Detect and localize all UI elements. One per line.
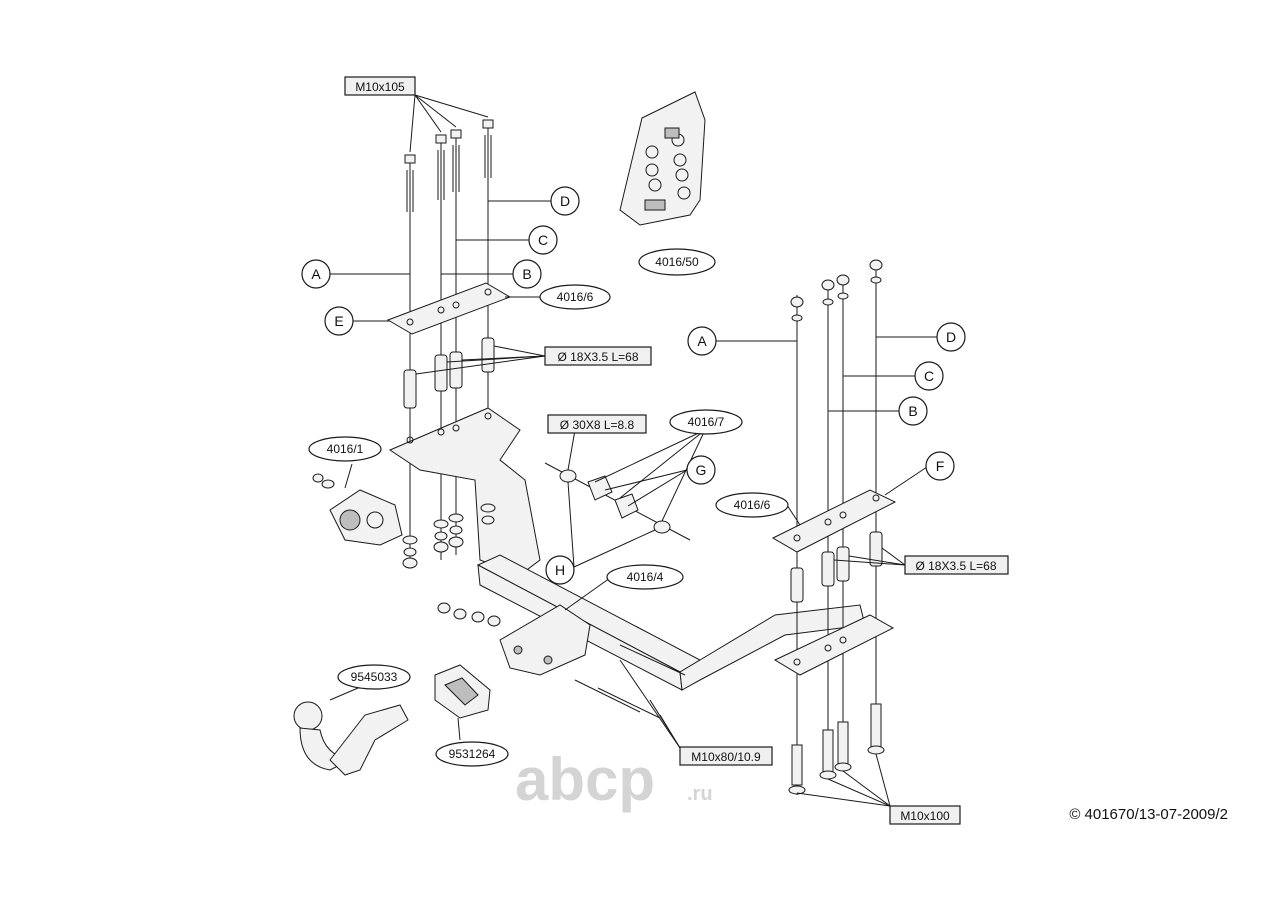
callout-right-c [914,361,944,391]
nuts-washers-left [402,503,496,569]
oval-plate-right [715,492,789,518]
callout-right-b-label: B [908,403,917,419]
callout-left-c [528,225,558,255]
callout-left-c-label: C [538,232,548,248]
callout-h-label: H [555,562,565,578]
callout-right-b [898,396,928,426]
watermark: abcp [515,746,655,813]
bolt-spec-center: M10x80/10.9 [691,750,761,764]
callout-left-b-label: B [522,266,531,282]
bracket-right [773,614,895,676]
spacer-spec-box-left [544,346,652,366]
copyright-text: © 401670/13-07-2009/2 [1069,806,1228,823]
bolts-bottom-right [788,703,891,807]
callout-left-e [324,306,354,336]
cross-bar [437,554,866,719]
bracket-left [388,407,541,576]
label-kit-inset: 4016/50 [655,255,699,269]
label-ball: 9545033 [351,670,398,684]
callout-h [545,555,575,585]
callout-right-f [925,451,955,481]
label-plate-right: 4016/6 [734,498,771,512]
spacer-spec-right: Ø 18X3.5 L=68 [915,559,996,573]
callout-g [686,455,716,485]
callout-g-label: G [696,462,707,478]
bolt-spec-top-left: M10x105 [355,80,405,94]
kit-inset [619,91,706,226]
oval-clamp [669,409,743,435]
socket-plate [312,463,403,546]
oval-crossbar [606,564,684,590]
callout-left-b [512,259,542,289]
callout-right-a [687,326,717,356]
label-clamp: 4016/7 [688,415,725,429]
bolt-spec-box-top-left [344,76,416,96]
callout-left-d-label: D [560,193,570,209]
spacer-tubes-left [403,337,546,409]
callout-left-a [301,259,331,289]
spacer-spec-left: Ø 18X3.5 L=68 [557,350,638,364]
plate-left [386,282,512,335]
watermark-suffix: .ru [687,783,713,805]
callout-right-d [936,322,966,352]
oval-cover [435,741,509,767]
tow-ball [293,701,409,776]
callout-right-f-label: F [936,458,945,474]
spacer-spec-box-right [904,555,1009,575]
label-plate-left: 4016/6 [557,290,594,304]
oval-socket-plate [308,436,382,462]
label-socket-plate: 4016/1 [327,442,364,456]
callout-right-c-label: C [924,368,934,384]
callout-right-a-label: A [697,333,707,349]
callout-left-a-label: A [311,266,321,282]
cover [434,664,491,719]
bolt-spec-box-center [679,746,773,766]
callout-left-e-label: E [334,313,343,329]
label-cover: 9531264 [449,747,496,761]
oval-kit-inset [638,248,716,276]
spacer-tubes-right [790,531,906,603]
oval-plate-left [539,284,611,310]
bolt-spec-box-bottom-right [889,805,961,825]
washer-spec-box [547,414,647,434]
plate-right [771,489,897,553]
bolt-spec-bottom-right: M10x100 [900,809,950,823]
label-crossbar: 4016/4 [627,570,664,584]
callout-right-d-label: D [946,329,956,345]
callout-left-d [550,186,580,216]
washer-spec: Ø 30X8 L=8.8 [560,418,635,432]
oval-ball [337,664,411,690]
